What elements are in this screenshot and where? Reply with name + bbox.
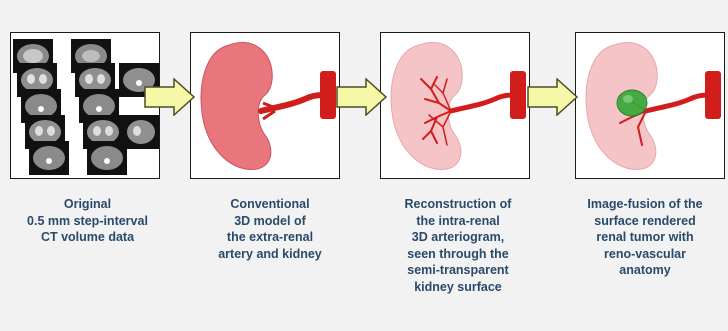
- caption-line: Conventional: [190, 196, 350, 213]
- ct-volume-panel: [10, 32, 160, 179]
- aorta: [320, 71, 336, 119]
- caption-conventional-model: Conventional 3D model of the extra-renal…: [190, 196, 350, 262]
- conventional-3d-model-panel: [190, 32, 340, 179]
- solid-kidney-model: [191, 33, 340, 179]
- ct-slices-image: [11, 33, 160, 179]
- caption-line: anatomy: [560, 262, 728, 279]
- caption-line: the intra-renal: [378, 213, 538, 230]
- kidney-shape: [201, 43, 272, 170]
- renal-tumor: [617, 90, 647, 116]
- caption-line: Reconstruction of: [378, 196, 538, 213]
- caption-line: 0.5 mm step-interval: [0, 213, 175, 230]
- intra-renal-arteriogram-panel: [380, 32, 530, 179]
- flow-arrow-3: [527, 78, 579, 116]
- caption-line: renal tumor with: [560, 229, 728, 246]
- caption-reconstruction: Reconstruction of the intra-renal 3D art…: [378, 196, 538, 295]
- caption-line: artery and kidney: [190, 246, 350, 263]
- flow-arrow-1: [144, 78, 196, 116]
- caption-line: seen through the: [378, 246, 538, 263]
- caption-line: surface rendered: [560, 213, 728, 230]
- aorta: [510, 71, 526, 119]
- caption-line: CT volume data: [0, 229, 175, 246]
- caption-line: kidney surface: [378, 279, 538, 296]
- transparent-kidney-model: [381, 33, 530, 179]
- renal-artery: [261, 95, 323, 111]
- caption-original-ct: Original 0.5 mm step-interval CT volume …: [0, 196, 175, 246]
- caption-line: reno-vascular: [560, 246, 728, 263]
- aorta: [705, 71, 721, 119]
- caption-line: Image-fusion of the: [560, 196, 728, 213]
- caption-line: 3D model of: [190, 213, 350, 230]
- flow-arrow-2: [336, 78, 388, 116]
- image-fusion-panel: [575, 32, 725, 179]
- caption-line: semi-transparent: [378, 262, 538, 279]
- caption-line: Original: [0, 196, 175, 213]
- fusion-kidney-model: [576, 33, 725, 179]
- caption-line: the extra-renal: [190, 229, 350, 246]
- caption-image-fusion: Image-fusion of the surface rendered ren…: [560, 196, 728, 279]
- kidney-shape: [391, 43, 462, 170]
- caption-line: 3D arteriogram,: [378, 229, 538, 246]
